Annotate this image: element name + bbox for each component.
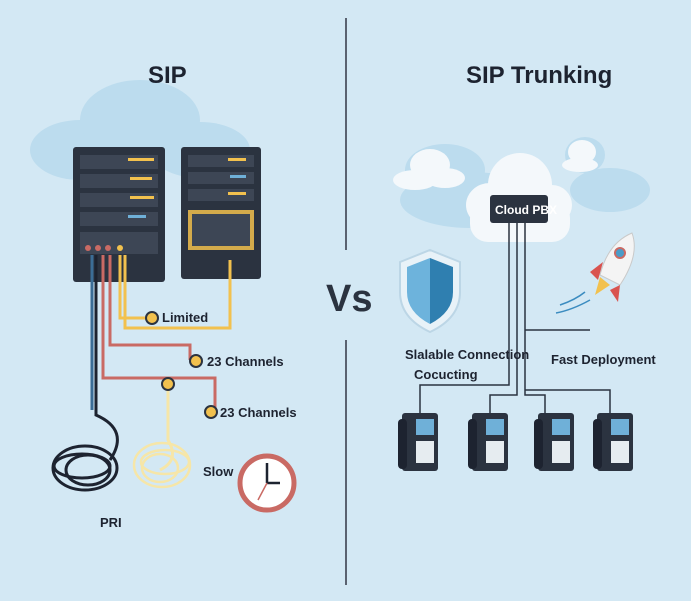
channels-label-2: 23 Channels (220, 405, 297, 420)
connector-dots (145, 311, 218, 419)
vs-label: Vs (326, 278, 373, 320)
cable-coil-icon (132, 441, 192, 489)
scalable-label-line1: Slalable Connection (405, 347, 530, 362)
rocket-icon (555, 232, 635, 314)
cables (90, 255, 232, 472)
channels-label-1: 23 Channels (207, 354, 284, 369)
scalable-label-line2: Cocucting (414, 367, 478, 382)
cloud-pbx-box (490, 195, 548, 223)
desk-phones (398, 413, 633, 471)
cloud-pbx-label: Cloud PBX (495, 203, 557, 217)
server-rack-left (73, 147, 165, 282)
server-rack-right (181, 147, 261, 279)
slow-label: Slow (203, 464, 234, 479)
pri-label: PRI (100, 515, 122, 530)
clock-icon (237, 453, 297, 513)
sip-title: SIP (148, 62, 187, 89)
cloud-icon (393, 140, 598, 190)
network-lines (419, 223, 611, 415)
limited-label: Limited (162, 310, 209, 325)
shield-icon (399, 248, 461, 334)
sip-trunking-title: SIP Trunking (466, 62, 613, 89)
fast-deployment-label: Fast Deployment (551, 352, 656, 367)
pri-cable-coil-icon (51, 444, 119, 492)
